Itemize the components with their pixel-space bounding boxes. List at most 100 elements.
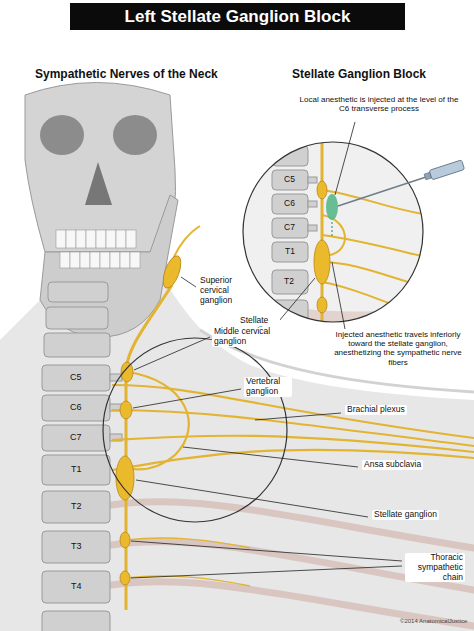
inset-view bbox=[322, 140, 430, 330]
part-label: Vertebral ganglion bbox=[244, 377, 292, 397]
vertebra-label: T3 bbox=[71, 541, 82, 551]
skull bbox=[116, 230, 126, 248]
skull bbox=[25, 83, 176, 253]
inset-view bbox=[272, 218, 308, 238]
vertebra-label: C6 bbox=[284, 199, 295, 209]
inset-view bbox=[308, 177, 317, 183]
skull bbox=[70, 252, 80, 268]
sympathetic-chain bbox=[116, 226, 250, 610]
title: Left Stellate Ganglion Block bbox=[125, 7, 351, 26]
inset-leader-lines bbox=[279, 278, 315, 321]
inset-view bbox=[240, 140, 430, 330]
inset-leader-lines bbox=[332, 262, 345, 329]
skull bbox=[86, 230, 96, 248]
inset-view bbox=[243, 142, 423, 322]
vertebra-label: C5 bbox=[70, 372, 82, 382]
part-label: Thoracic sympathetic chain bbox=[405, 553, 465, 582]
vertebra-label: T1 bbox=[285, 247, 295, 257]
skull bbox=[40, 195, 178, 337]
vertebra-label: T2 bbox=[71, 501, 82, 511]
sympathetic-chain bbox=[120, 532, 130, 548]
needle-syringe bbox=[338, 160, 465, 206]
part-label: Middle cervical ganglion bbox=[212, 327, 278, 347]
vertebra-label: T2 bbox=[284, 277, 294, 287]
leader-lines bbox=[133, 389, 241, 408]
zoom-circle bbox=[103, 338, 287, 522]
leader-lines bbox=[183, 447, 358, 467]
sympathetic-chain bbox=[126, 285, 172, 610]
vertebra-label: T1 bbox=[285, 247, 295, 257]
skull bbox=[60, 252, 70, 268]
vertebra-label: C7 bbox=[70, 432, 82, 442]
part-label: Thoracic sympathetic chain bbox=[405, 553, 465, 582]
vertebral-column bbox=[42, 491, 110, 523]
skull bbox=[56, 230, 140, 268]
part-label: Brachial plexus bbox=[345, 405, 407, 415]
leader-lines bbox=[131, 566, 402, 578]
vertebra-label: C7 bbox=[70, 432, 82, 442]
needle-syringe bbox=[429, 160, 464, 180]
ribs bbox=[112, 502, 474, 626]
vertebra-label: T4 bbox=[71, 581, 82, 591]
vertebra-label: C7 bbox=[284, 223, 295, 233]
inset-view bbox=[272, 170, 308, 190]
sympathetic-chain bbox=[120, 401, 132, 419]
sympathetic-chain bbox=[126, 538, 250, 548]
skull bbox=[113, 115, 157, 155]
vertebral-column bbox=[42, 365, 110, 391]
vertebra-label: T2 bbox=[284, 277, 294, 287]
sympathetic-chain bbox=[160, 254, 185, 291]
vertebra-label: T3 bbox=[71, 541, 82, 551]
inset-view bbox=[272, 270, 308, 294]
vertebral-column bbox=[44, 333, 110, 357]
inset-view bbox=[272, 146, 308, 166]
leader-lines bbox=[131, 541, 402, 561]
vertebral-column bbox=[110, 374, 122, 381]
inset-view bbox=[314, 240, 330, 284]
vertebral-column bbox=[42, 425, 110, 451]
skull bbox=[106, 230, 116, 248]
inset-view bbox=[272, 194, 308, 214]
vertebral-column bbox=[48, 282, 108, 302]
part-label: Stellate ganglion bbox=[372, 510, 439, 520]
title-banner: Left Stellate Ganglion Block bbox=[70, 3, 405, 30]
copyright-note: ©2014 AnatomicalJustice bbox=[400, 618, 467, 625]
brachial-plexus bbox=[112, 385, 474, 470]
vertebral-column bbox=[42, 455, 110, 485]
part-label: Middle cervical ganglion bbox=[212, 327, 278, 347]
inset-view bbox=[308, 225, 317, 231]
part-label: Stellate ganglion bbox=[372, 510, 439, 520]
copyright-note: ©2014 AnatomicalJustice bbox=[400, 618, 467, 625]
inset-view bbox=[240, 140, 430, 330]
ribs bbox=[112, 582, 474, 626]
skull bbox=[126, 230, 136, 248]
part-label: Ansa subclavia bbox=[362, 460, 423, 470]
vertebra-label: C5 bbox=[284, 175, 295, 185]
needle-syringe bbox=[338, 177, 426, 206]
inset-view bbox=[326, 194, 338, 220]
skull bbox=[90, 252, 100, 268]
skull bbox=[66, 230, 76, 248]
skull bbox=[85, 162, 112, 205]
callout-note: Local anesthetic is injected at the leve… bbox=[298, 95, 460, 113]
vertebral-column bbox=[46, 307, 108, 329]
vertebral-column bbox=[42, 395, 110, 421]
callout-note: Local anesthetic is injected at the leve… bbox=[298, 95, 460, 113]
vertebra-label: C7 bbox=[284, 223, 295, 233]
part-label: Brachial plexus bbox=[345, 405, 407, 415]
skull bbox=[56, 230, 66, 248]
inset-view bbox=[331, 222, 332, 236]
section-heading: Stellate Ganglion Block bbox=[292, 68, 426, 82]
vertebra-label: T1 bbox=[71, 464, 82, 474]
part-label: Superior cervical ganglion bbox=[198, 276, 248, 305]
part-label: Ansa subclavia bbox=[362, 460, 423, 470]
vertebra-label: C6 bbox=[70, 402, 82, 412]
part-label: Vertebral ganglion bbox=[244, 377, 292, 397]
inset-view bbox=[317, 181, 327, 199]
needle-syringe bbox=[423, 160, 464, 182]
inset-view bbox=[322, 235, 430, 258]
neck-shading bbox=[0, 255, 474, 631]
skull bbox=[110, 252, 120, 268]
skull bbox=[96, 230, 106, 248]
